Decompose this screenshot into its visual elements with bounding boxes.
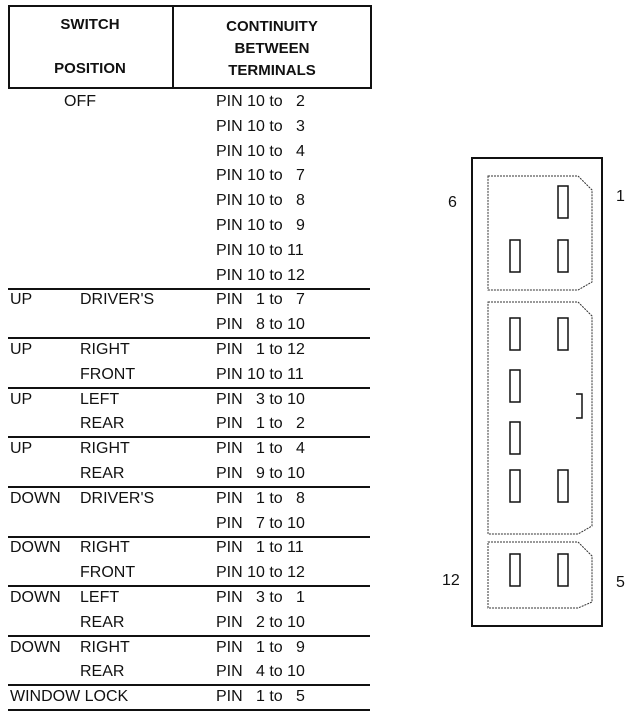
switch-name-cell: REAR (80, 663, 125, 681)
continuity-cell: PIN 10 to 9 (216, 217, 305, 234)
pin-label-5: 5 (616, 574, 625, 591)
switch-name-cell: DRIVER'S (80, 291, 155, 309)
switch-header-line2: POSITION (54, 60, 126, 77)
switch-name-cell: LEFT (80, 589, 120, 606)
pin-label-1: 1 (616, 188, 625, 205)
row-divider (8, 486, 370, 488)
pin-label-6: 6 (448, 194, 457, 211)
continuity-cell: PIN 3 to 1 (216, 589, 305, 606)
table-body: OFF PIN 10 to 2 PIN 10 to 3 PIN 10 to 4 PIN … (8, 93, 370, 712)
connector-diagram: 6 1 12 5 (440, 150, 625, 635)
switch-position-cell: UP (10, 341, 33, 358)
row-divider (8, 386, 370, 389)
continuity-cell: PIN 10 to 12 (216, 564, 305, 582)
continuity-cell: PIN 1 to 2 (216, 415, 305, 433)
switch-name-cell: FRONT (80, 564, 136, 582)
switch-position-cell: UP (10, 440, 33, 458)
switch-position-cell: DOWN (10, 539, 61, 557)
continuity-cell: PIN 10 to 8 (216, 192, 305, 210)
header-divider (172, 5, 174, 89)
switch-name-cell: RIGHT (80, 539, 130, 557)
continuity-cell: PIN 9 to 10 (216, 465, 305, 482)
continuity-cell: PIN 1 to 5 (216, 688, 305, 706)
switch-name-cell: REAR (80, 465, 125, 482)
switch-name-cell: RIGHT (80, 638, 130, 656)
continuity-cell: PIN 1 to 9 (216, 638, 305, 656)
switch-name-cell: REAR (80, 415, 125, 433)
row-divider (8, 585, 370, 588)
switch-position-cell: WINDOW LOCK (10, 688, 129, 706)
continuity-header-line1: CONTINUITY (226, 18, 318, 35)
continuity-cell: PIN 10 to 3 (216, 117, 305, 135)
continuity-cell: PIN 10 to 11 (216, 365, 304, 383)
continuity-cell: PIN 1 to 12 (216, 341, 305, 358)
switch-name-cell: RIGHT (80, 341, 130, 358)
continuity-cell: PIN 8 to 10 (216, 316, 305, 334)
connector-outline (471, 157, 603, 627)
continuity-cell: PIN 10 to 2 (216, 93, 305, 110)
row-divider (8, 684, 370, 687)
continuity-cell: PIN 10 to 12 (216, 266, 305, 284)
row-divider (8, 287, 370, 290)
row-divider (8, 634, 370, 637)
continuity-header-line2: BETWEEN (234, 40, 310, 57)
continuity-cell: PIN 1 to 11 (216, 539, 304, 557)
continuity-cell: PIN 3 to 10 (216, 390, 305, 408)
switch-position-cell: DOWN (10, 638, 61, 656)
pin-label-12: 12 (442, 572, 460, 589)
switch-name-cell: LEFT (80, 390, 120, 408)
switch-name-cell: RIGHT (80, 440, 130, 458)
continuity-cell: PIN 7 to 10 (216, 514, 305, 532)
switch-position-cell: UP (10, 291, 33, 309)
switch-position-cell: DOWN (10, 489, 61, 507)
continuity-cell: PIN 1 to 7 (216, 291, 305, 309)
switch-header-line1: SWITCH (60, 16, 120, 33)
switch-name-cell: FRONT (80, 365, 136, 383)
row-divider (8, 337, 370, 340)
switch-position-cell: OFF (64, 93, 96, 110)
row-divider (8, 709, 370, 712)
continuity-cell: PIN 10 to 4 (216, 142, 305, 160)
continuity-cell: PIN 4 to 10 (216, 663, 305, 681)
continuity-cell: PIN 1 to 8 (216, 489, 305, 507)
switch-name-cell: REAR (80, 613, 125, 631)
continuity-cell: PIN 10 to 11 (216, 241, 304, 259)
row-divider (8, 535, 370, 538)
continuity-header-line3: TERMINALS (228, 62, 316, 79)
continuity-cell: PIN 1 to 4 (216, 440, 305, 458)
switch-position-cell: DOWN (10, 589, 61, 606)
switch-name-cell: DRIVER'S (80, 489, 155, 507)
table-header (8, 5, 372, 89)
continuity-cell: PIN 10 to 7 (216, 167, 305, 185)
switch-position-cell: UP (10, 390, 33, 408)
row-divider (8, 436, 370, 439)
continuity-cell: PIN 2 to 10 (216, 613, 305, 631)
